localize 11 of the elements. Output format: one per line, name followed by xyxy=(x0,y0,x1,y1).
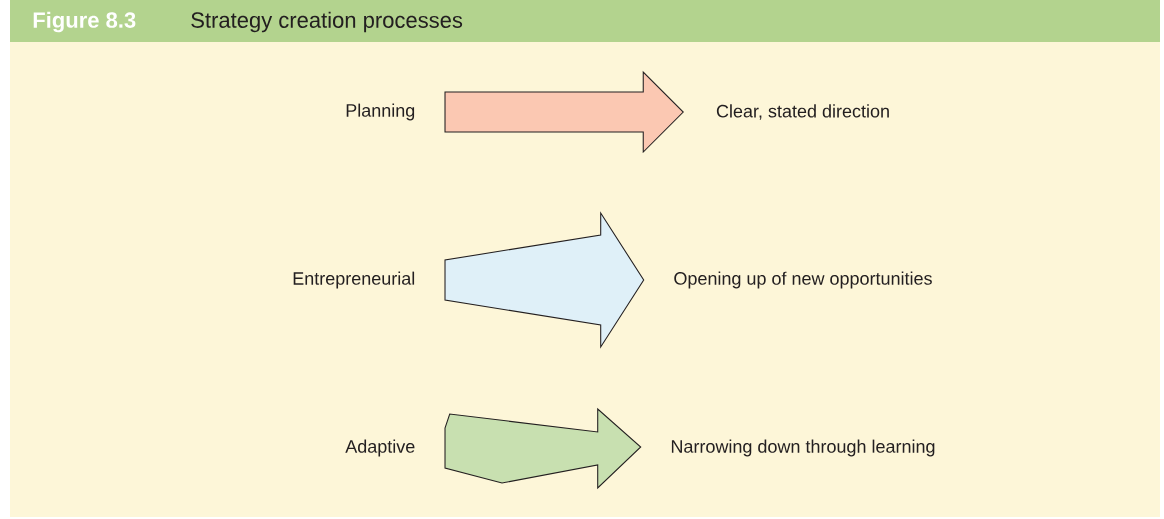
outcome-text: Narrowing down through learning xyxy=(671,439,935,457)
block-arrow xyxy=(444,70,684,154)
figure-number: Figure 8.3 xyxy=(33,11,136,33)
block-arrow xyxy=(444,211,645,349)
outcome-text: Clear, stated direction xyxy=(716,104,889,120)
title: Strategy creation processes xyxy=(191,11,463,33)
process-label: Entrepreneurial xyxy=(293,271,415,289)
process-label: Planning xyxy=(346,103,415,121)
block-arrow xyxy=(444,407,642,490)
process-label: Adaptive xyxy=(345,439,415,457)
outcome-text: Opening up of new opportunities xyxy=(674,271,932,289)
